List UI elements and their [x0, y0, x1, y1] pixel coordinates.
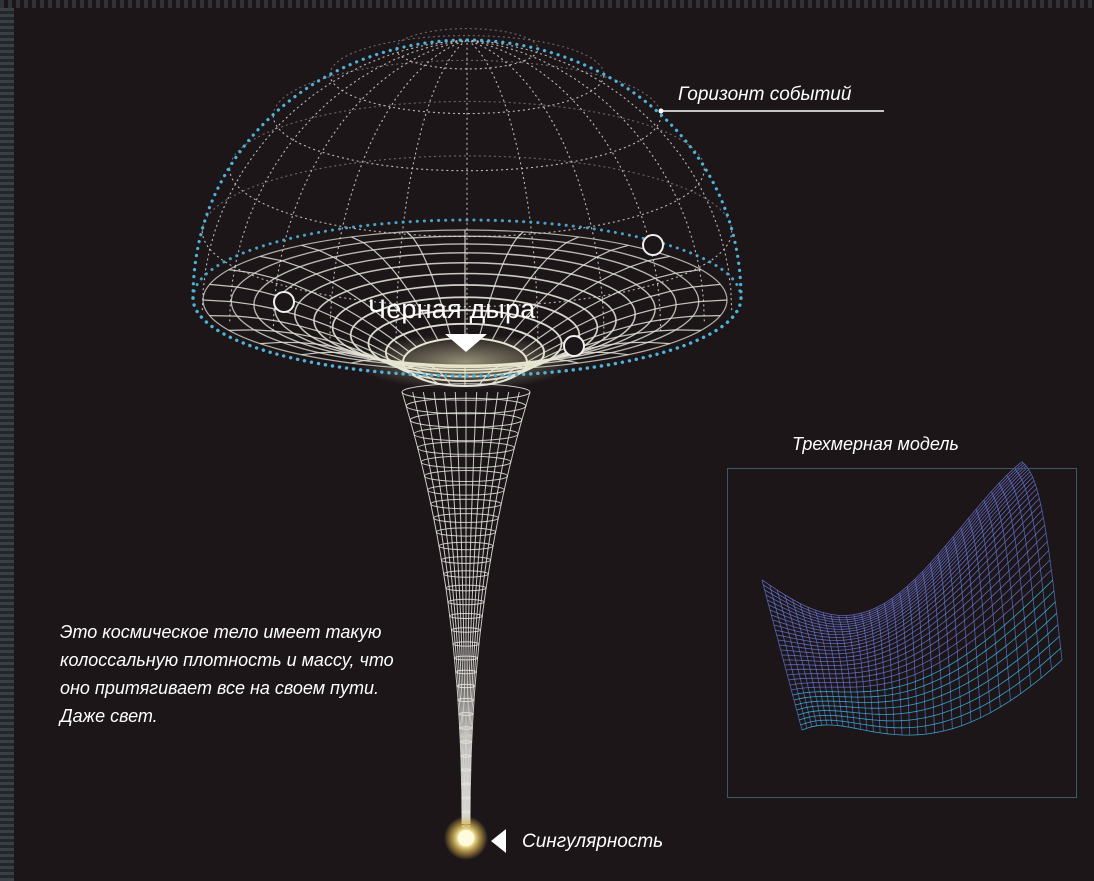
- mesh-line: [797, 624, 1059, 716]
- mesh-line: [801, 659, 1063, 736]
- dome-meridian: [272, 39, 468, 332]
- funnel-line: [433, 391, 465, 824]
- funnel-line: [466, 391, 488, 824]
- mesh-line: [783, 517, 1044, 662]
- dome-meridian: [395, 39, 468, 344]
- mesh-line: [796, 612, 1057, 711]
- mesh-line: [765, 465, 1027, 623]
- event-horizon-label: Горизонт событий: [678, 84, 852, 105]
- dome-meridian: [466, 39, 705, 322]
- mesh-line: [791, 569, 1052, 691]
- funnel-line: [401, 391, 463, 824]
- dome-latitude: [272, 59, 662, 116]
- mesh-line: [789, 559, 1051, 686]
- dome-latitude: [201, 155, 733, 232]
- well-radial: [525, 283, 721, 358]
- funnel-line: [466, 391, 478, 824]
- triangle-left-icon: [491, 829, 506, 853]
- mesh-line: [780, 504, 1041, 655]
- horizon-rim-back: [191, 218, 743, 300]
- horizon-leader-dot: [658, 108, 664, 114]
- well-radial: [228, 269, 410, 353]
- mesh-line: [764, 464, 1025, 621]
- well-radial: [260, 255, 417, 348]
- funnel-line: [469, 391, 531, 824]
- mesh-line: [781, 510, 1043, 659]
- well-radial: [406, 231, 452, 339]
- dome-latitude: [395, 48, 539, 70]
- funnel-line: [454, 391, 466, 824]
- well-radial: [301, 244, 427, 344]
- well-glow: [355, 334, 575, 390]
- mesh-line: [773, 480, 1035, 638]
- three-d-model-title: Трехмерная модель: [792, 434, 959, 454]
- singularity-label: Сингулярность: [522, 831, 664, 852]
- dome-meridian: [201, 39, 468, 311]
- description-text: Это космическое тело имеет такую колосса…: [60, 622, 394, 726]
- funnel-throat: [401, 383, 531, 828]
- horizon-rim-front: [191, 296, 743, 378]
- dome-meridian: [466, 39, 539, 344]
- singularity-core: [458, 830, 474, 846]
- mesh-line: [785, 532, 1047, 671]
- funnel-line: [467, 391, 499, 824]
- dome-latitude: [272, 115, 662, 172]
- mesh-line: [772, 476, 1033, 636]
- well-radial: [478, 231, 524, 339]
- mesh-line: [800, 647, 1061, 729]
- dome-meridian: [329, 39, 468, 339]
- dome-latitude: [201, 231, 733, 308]
- funnel-line: [468, 391, 520, 825]
- funnel-line: [412, 391, 464, 825]
- well-radial: [503, 244, 629, 344]
- mesh-line: [768, 469, 1029, 628]
- mesh-line: [761, 461, 1023, 616]
- dome-meridian: [229, 39, 468, 322]
- orbit-circle-icon: [563, 335, 585, 357]
- well-radial: [491, 236, 579, 341]
- well-radial: [351, 236, 439, 341]
- dome-latitude: [395, 28, 539, 49]
- mesh-line: [769, 471, 1031, 630]
- mesh-line: [775, 484, 1036, 641]
- well-radial: [209, 283, 405, 358]
- three-d-model-mesh: [761, 461, 1063, 736]
- mesh-line: [777, 493, 1039, 648]
- triangle-down-icon: [445, 334, 487, 352]
- mesh-line: [771, 474, 1032, 633]
- mesh-line: [792, 579, 1053, 696]
- mesh-line: [767, 467, 1028, 625]
- dome-outline: [191, 38, 743, 300]
- event-horizon-dome: [191, 28, 743, 345]
- mesh-line: [799, 636, 1060, 722]
- mesh-line: [795, 601, 1056, 706]
- dome-meridian: [466, 39, 662, 332]
- mesh-line: [793, 590, 1055, 701]
- funnel-line: [468, 391, 510, 824]
- orbit-circle-icon: [273, 291, 295, 313]
- mesh-line: [776, 488, 1037, 645]
- mesh-line: [787, 541, 1048, 676]
- mesh-line: [763, 462, 1024, 618]
- dome-meridian: [466, 39, 733, 311]
- well-radial: [513, 255, 670, 348]
- mesh-line: [784, 524, 1045, 666]
- three-d-model-frame: [727, 468, 1077, 798]
- mesh-line: [788, 550, 1049, 681]
- mesh-line: [779, 498, 1040, 651]
- well-radial: [520, 269, 702, 353]
- black-hole-label: Черная дыра: [368, 294, 536, 324]
- orbit-circle-icon: [642, 234, 664, 256]
- funnel-line: [422, 391, 464, 824]
- dome-meridian: [466, 39, 605, 339]
- funnel-line: [444, 391, 466, 824]
